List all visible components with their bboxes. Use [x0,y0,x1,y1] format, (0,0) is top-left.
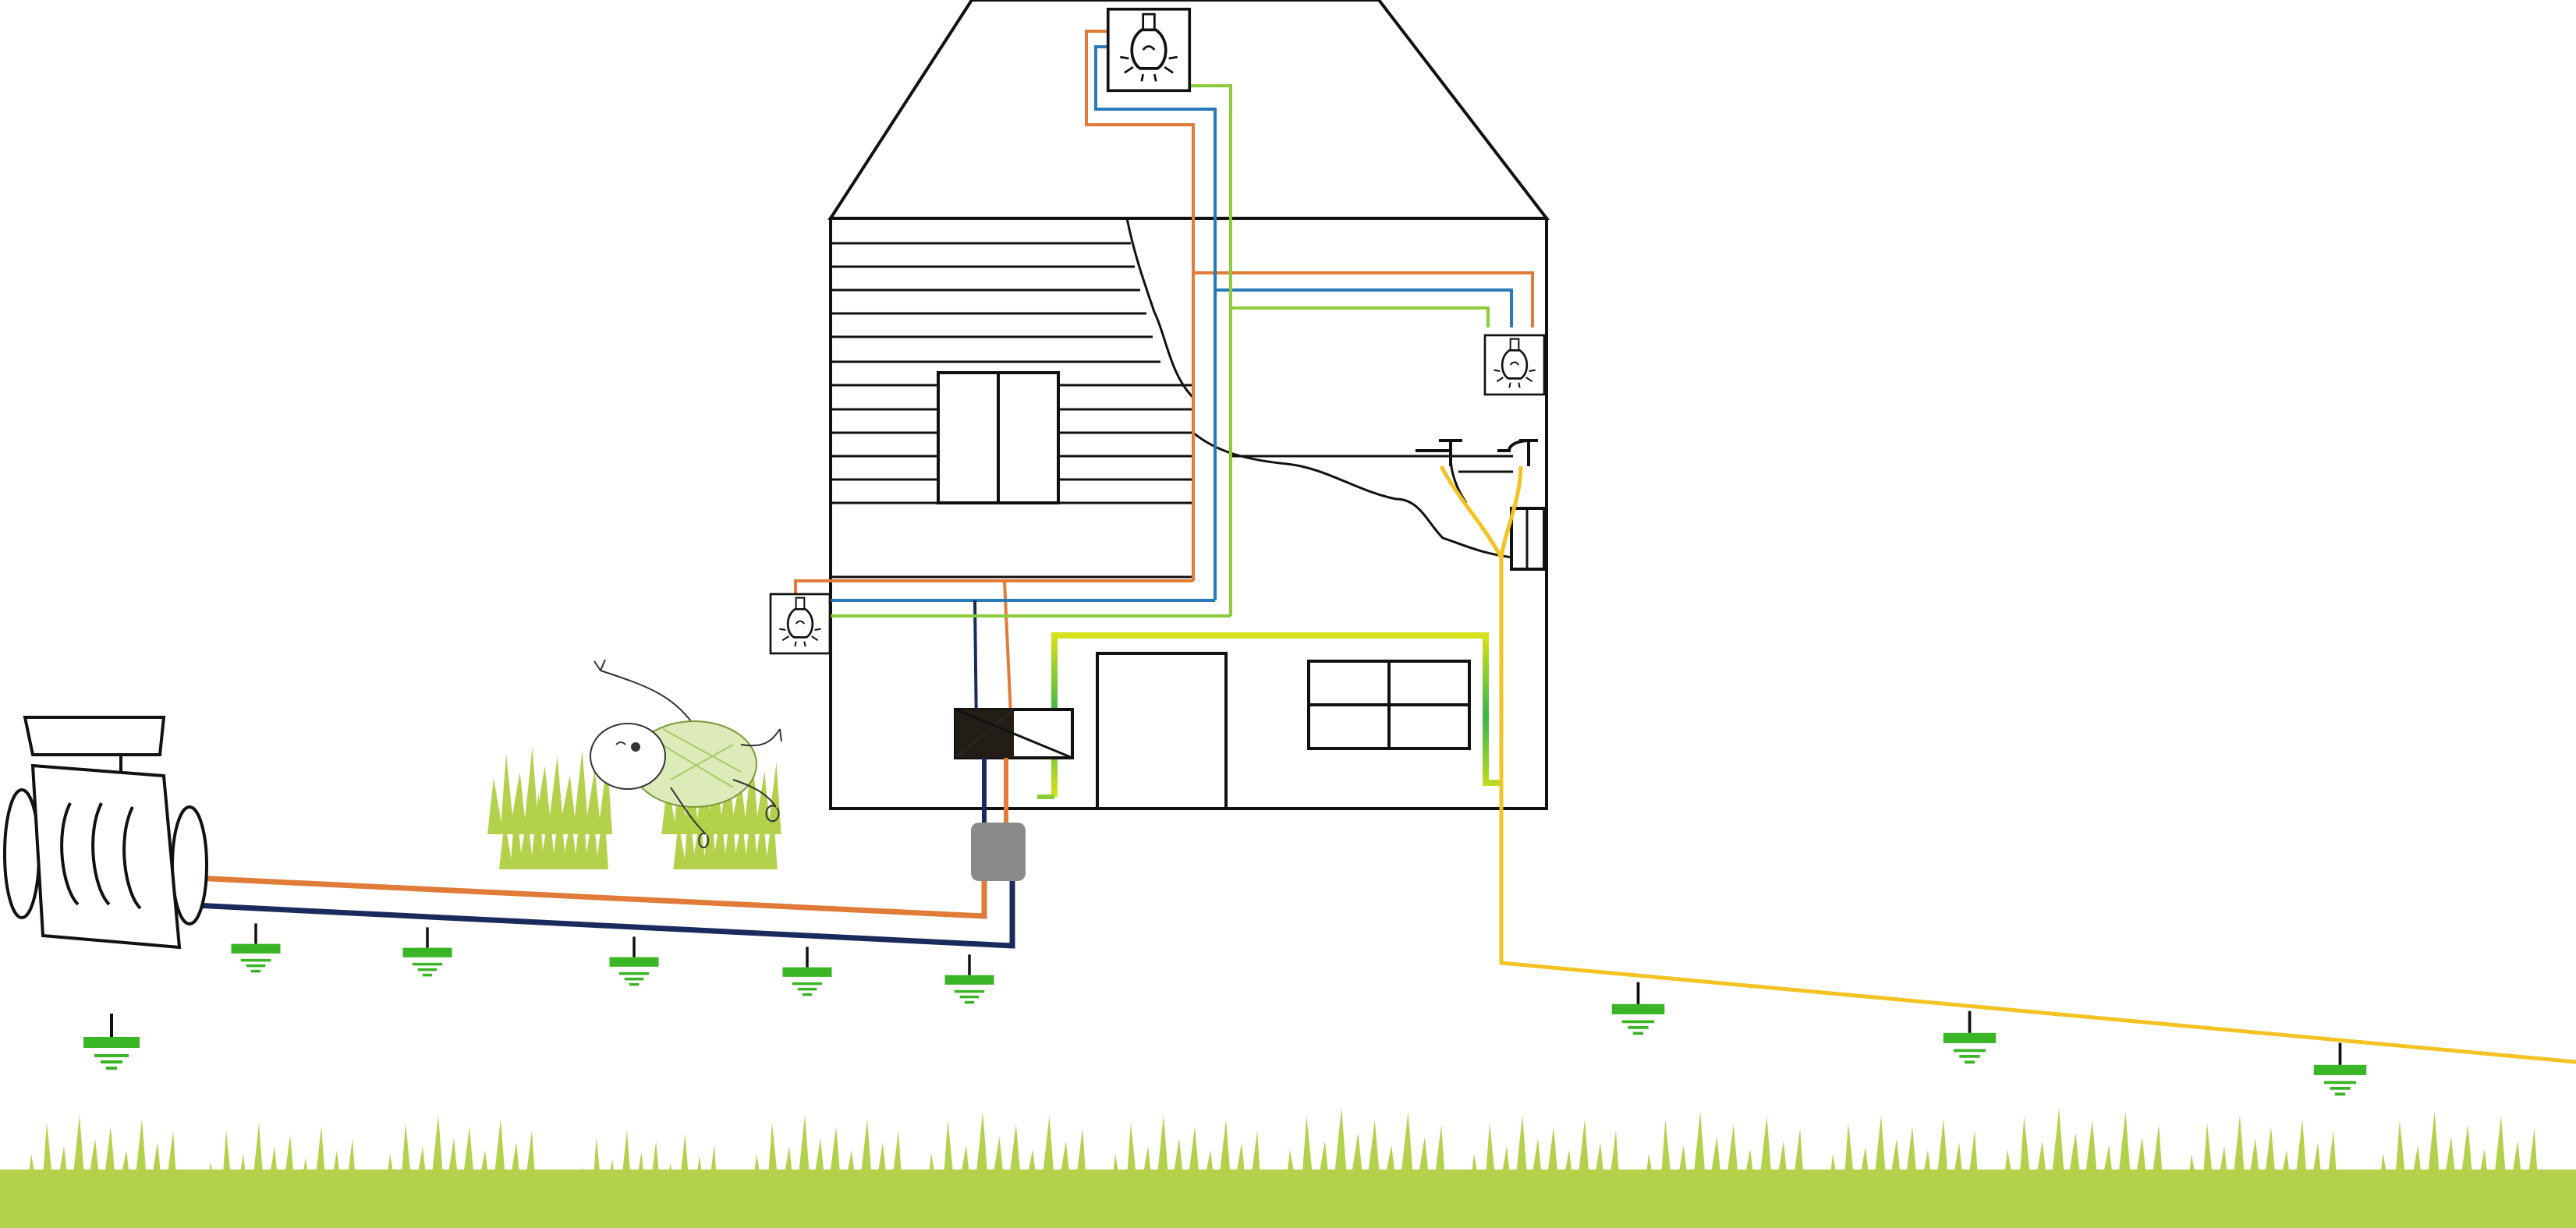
house [827,0,1550,810]
junction-box-icon [971,823,1026,881]
earth-ground-icon [783,947,832,994]
window-upper [937,371,1060,504]
cutaway-edge [1125,218,1547,559]
earth-ground-icon [403,927,452,975]
earth-ground-icon [945,954,994,1002]
distribution-board-icon [954,708,1074,759]
supply-cable [177,874,1015,949]
door [1096,652,1228,810]
earth-ground-icon [1612,982,1665,1034]
earth-ground-icon [610,936,659,984]
window-lower [1307,660,1471,750]
person-icon [590,659,782,848]
light-bulb-icon [1483,334,1546,396]
faucet-icon [1416,438,1538,466]
feeder-cables [982,758,1008,823]
light-bulb-icon [771,594,830,653]
external-cable [1439,465,2576,1064]
earth-grounds [83,923,2366,1094]
generator-icon [3,716,208,950]
earth-ground-icon [2314,1043,2367,1095]
earth-ground-icon [83,1014,140,1068]
light-bulb-icon [1108,9,1190,91]
earth-ground-icon [1944,1011,1997,1063]
grass-ground [0,1107,2576,1228]
earth-ground-icon [232,923,281,971]
